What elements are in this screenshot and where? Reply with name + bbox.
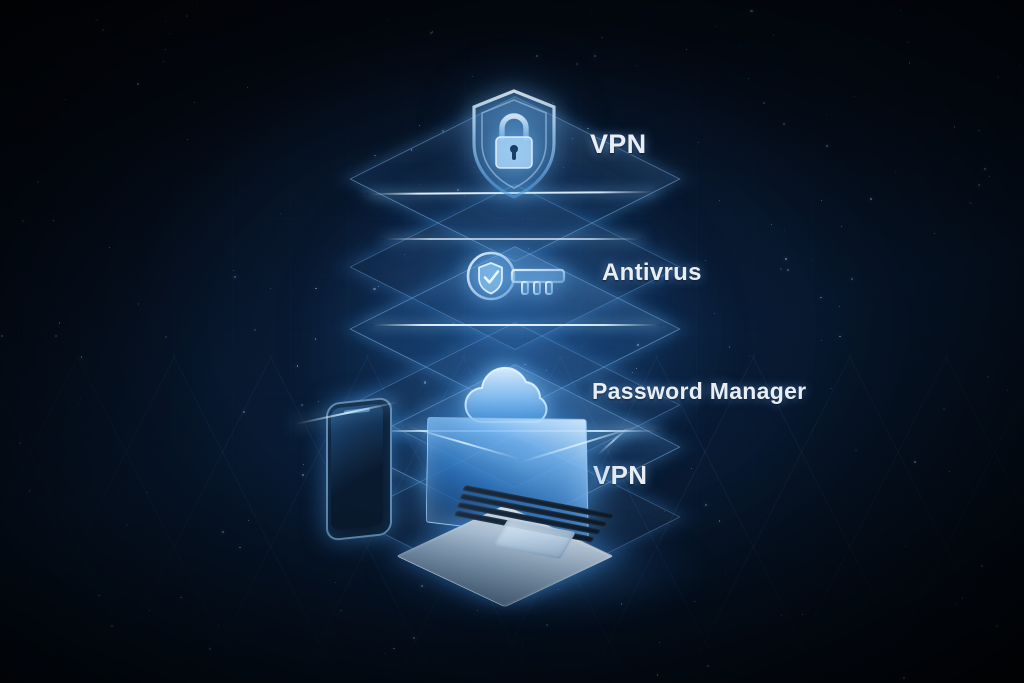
layer-label-password-manager: Password Manager (592, 378, 807, 404)
layer-label-antivirus: Antivrus (602, 259, 702, 286)
layer-label-vpn-top: VPN (590, 129, 647, 159)
layer-label-vpn-bottom: VPN (593, 460, 648, 490)
